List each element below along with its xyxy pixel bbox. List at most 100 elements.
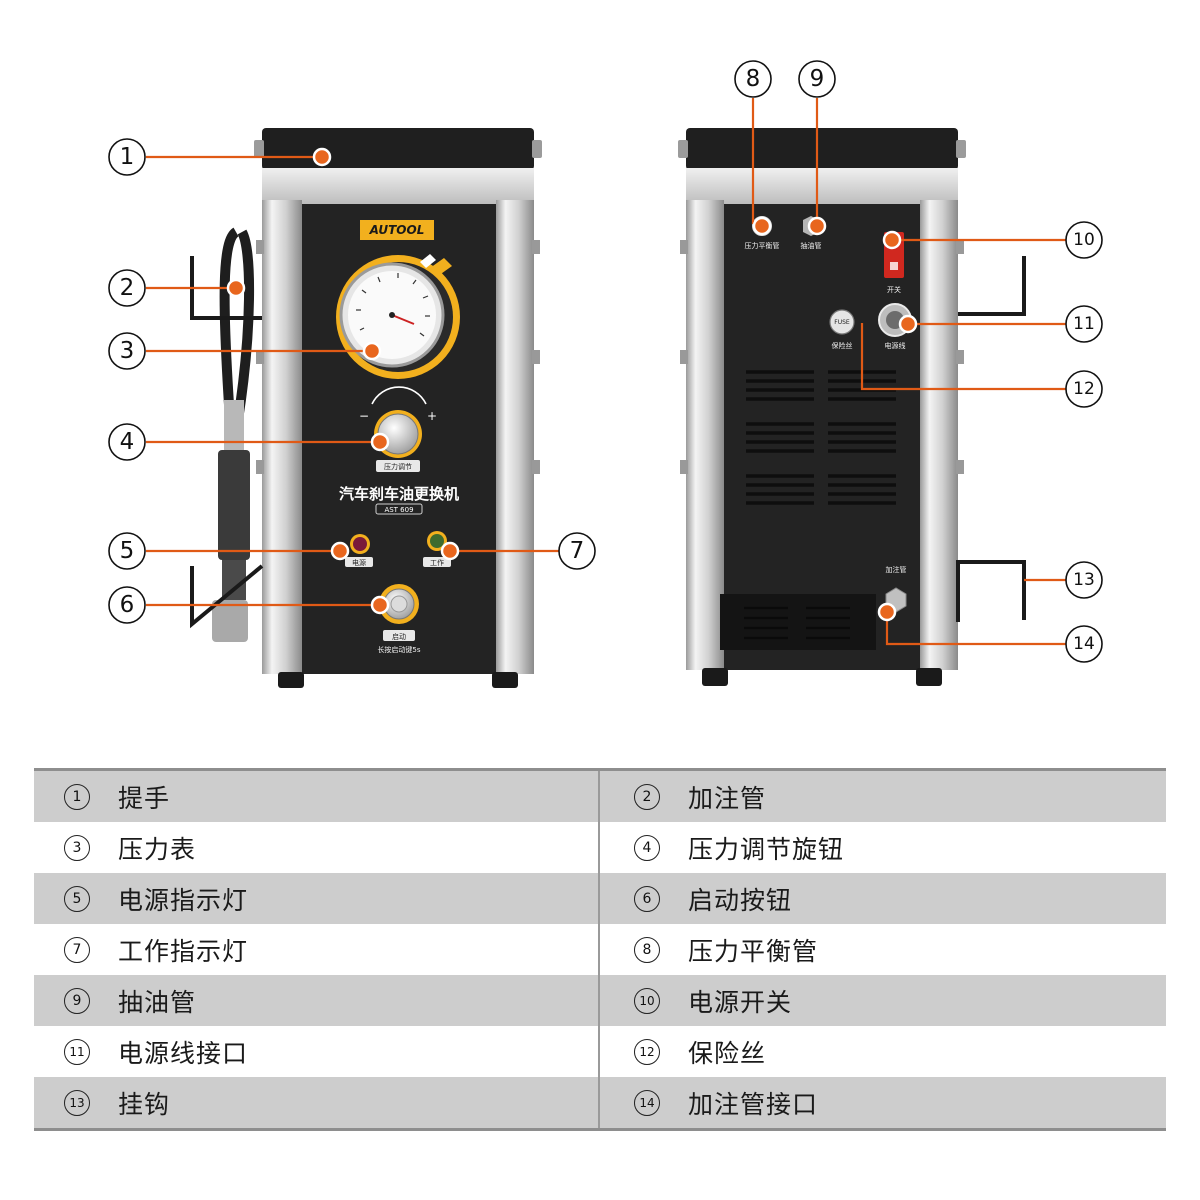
legend-cell: 5 电源指示灯 (34, 873, 600, 924)
power-indicator: 电源 (345, 534, 373, 567)
callout-1: 1 (108, 138, 146, 176)
highlight-dots (226, 147, 918, 622)
brand-badge (360, 220, 434, 240)
front-hook-lower (190, 564, 264, 629)
legend-number: 8 (634, 936, 660, 963)
legend-cell: 8 压力平衡管 (600, 924, 1166, 975)
svg-text:+: + (427, 409, 437, 423)
start-button-label: 启动 (392, 632, 406, 641)
legend-cell: 3 压力表 (34, 822, 600, 873)
legend-label: 启动按钮 (688, 885, 793, 915)
svg-text:9: 9 (810, 66, 825, 92)
balance-tube-label: 压力平衡管 (745, 241, 780, 250)
legend-label: 压力表 (118, 834, 197, 864)
callout-6: 6 (108, 586, 146, 624)
legend-number: 10 (634, 987, 660, 1014)
svg-text:12: 12 (1073, 379, 1095, 399)
svg-text:14: 14 (1073, 634, 1095, 654)
legend-row: 5 电源指示灯 6 启动按钮 (34, 873, 1166, 924)
legend-label: 加注管 (688, 783, 767, 813)
legend-row: 1 提手 2 加注管 (34, 771, 1166, 822)
callout-3: 3 (108, 332, 146, 370)
legend-label: 工作指示灯 (118, 936, 249, 966)
legend-number: 3 (64, 834, 90, 861)
legend-number: 4 (634, 834, 660, 861)
pressure-knob-label: 压力调节 (384, 462, 412, 471)
svg-text:11: 11 (1073, 314, 1095, 334)
callout-9: 9 (798, 60, 836, 98)
legend-label: 电源开关 (688, 987, 793, 1017)
front-hook-upper (190, 256, 262, 320)
legend-number: 12 (634, 1038, 660, 1065)
legend-label: 提手 (118, 783, 171, 813)
callout-2: 2 (108, 269, 146, 307)
legend-row: 11 电源线接口 12 保险丝 (34, 1026, 1166, 1077)
legend-number: 9 (64, 987, 90, 1014)
front-view: AUTOOL − (190, 128, 542, 688)
legend-number: 14 (634, 1089, 660, 1116)
svg-text:10: 10 (1073, 230, 1095, 250)
power-cord-label: 电源线 (885, 341, 906, 350)
legend-label: 压力调节旋钮 (688, 834, 845, 864)
legend-label: 压力平衡管 (688, 936, 819, 966)
callout-5: 5 (108, 532, 146, 570)
legend-row: 7 工作指示灯 8 压力平衡管 (34, 924, 1166, 975)
back-hook-lower (956, 560, 1026, 622)
back-hook-upper (958, 256, 1026, 316)
svg-text:7: 7 (570, 538, 585, 564)
legend-number: 2 (634, 783, 660, 810)
back-panel (724, 204, 920, 670)
legend-row: 13 挂钩 14 加注管接口 (34, 1077, 1166, 1128)
legend-label: 加注管接口 (688, 1089, 819, 1119)
legend-cell: 14 加注管接口 (600, 1077, 1166, 1128)
svg-text:−: − (359, 409, 369, 423)
callout-10: 10 (1065, 221, 1103, 259)
svg-text:2: 2 (120, 275, 135, 301)
legend-number: 11 (64, 1038, 90, 1065)
switch-label: 开关 (887, 285, 901, 294)
power-light-label: 电源 (352, 558, 366, 567)
legend-cell: 2 加注管 (600, 771, 1166, 822)
svg-text:5: 5 (120, 538, 135, 564)
legend-cell: 13 挂钩 (34, 1077, 600, 1128)
legend-label: 保险丝 (688, 1038, 767, 1068)
parts-legend-table: 1 提手 2 加注管 3 压力表 4 压力调节旋钮 5 电源指示灯 6 启动按钮 7 工作指示… (34, 768, 1166, 1131)
callout-13: 13 (1065, 561, 1103, 599)
fuse-holder: FUSE 保险丝 (829, 309, 855, 350)
legend-row: 3 压力表 4 压力调节旋钮 (34, 822, 1166, 873)
callout-7: 7 (558, 532, 596, 570)
fill-port-label: 加注管 (886, 565, 907, 574)
device-title: 汽车刹车油更换机 (339, 485, 459, 503)
legend-label: 挂钩 (118, 1089, 171, 1119)
legend-cell: 10 电源开关 (600, 975, 1166, 1026)
callout-8: 8 (734, 60, 772, 98)
svg-text:8: 8 (746, 66, 761, 92)
legend-cell: 6 启动按钮 (600, 873, 1166, 924)
legend-label: 电源指示灯 (118, 885, 249, 915)
legend-cell: 11 电源线接口 (34, 1026, 600, 1077)
leader-lines (146, 98, 1066, 646)
back-view: 压力平衡管 抽油管 开关 FUSE 保险丝 电源线 (678, 128, 1026, 686)
machine-diagram: AUTOOL − (108, 60, 1103, 688)
start-button[interactable]: 启动 长按启动键5s (377, 584, 421, 654)
legend-number: 1 (64, 783, 90, 810)
pressure-gauge (336, 254, 460, 379)
start-hint-label: 长按启动键5s (377, 645, 420, 654)
legend-number: 6 (634, 885, 660, 912)
svg-text:4: 4 (120, 429, 135, 455)
callout-14: 14 (1065, 625, 1103, 663)
brand-logo: AUTOOL (369, 223, 425, 237)
legend-cell: 4 压力调节旋钮 (600, 822, 1166, 873)
legend-number: 5 (64, 885, 90, 912)
vent-grille (746, 370, 896, 505)
device-model: AST 609 (384, 506, 413, 514)
callout-4: 4 (108, 423, 146, 461)
svg-text:3: 3 (120, 338, 135, 364)
legend-number: 7 (64, 936, 90, 963)
fuse-label: 保险丝 (832, 341, 853, 350)
legend-label: 电源线接口 (118, 1038, 249, 1068)
legend-number: 13 (64, 1089, 90, 1116)
front-handle (262, 128, 534, 170)
